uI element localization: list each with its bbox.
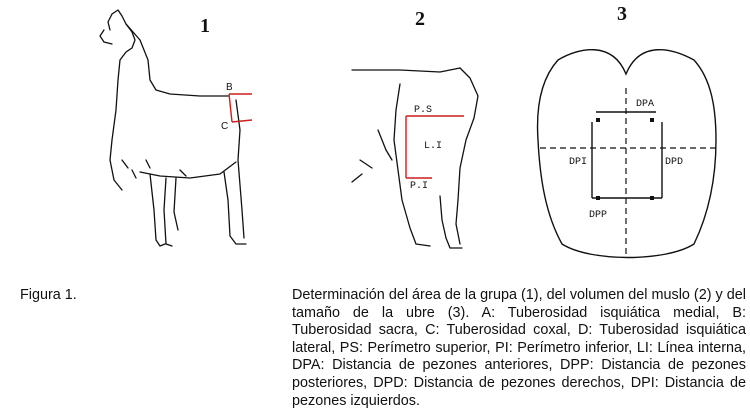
teat-front-left (596, 118, 600, 122)
teat-rear-right (650, 196, 654, 200)
teat-front-right (650, 118, 654, 122)
rump-measure-lines (228, 93, 253, 123)
teat-markers (596, 118, 654, 200)
label-ps: P.S (414, 105, 432, 116)
panel-3: 3 DPA DPI DPD DPP (536, 3, 717, 259)
thigh-measure-lines (405, 115, 464, 179)
label-pi: P.I (410, 181, 428, 192)
teat-distance-lines (591, 111, 663, 199)
label-dpi: DPI (569, 157, 587, 168)
label-c: C (221, 121, 228, 132)
panel-number-1: 1 (200, 15, 210, 37)
caption-label: Figura 1. (20, 287, 77, 303)
panel-1: 1 B C (99, 9, 253, 247)
label-li: L.I (424, 141, 442, 152)
udder-midlines (540, 88, 716, 256)
label-b: B (226, 82, 233, 93)
label-dpd: DPD (665, 157, 683, 168)
teat-rear-left (596, 196, 600, 200)
llama-drawing (99, 9, 247, 247)
panel-2: 2 P.S L.I P.I (351, 8, 479, 249)
label-dpp: DPP (589, 210, 607, 221)
panel-number-3: 3 (617, 3, 627, 25)
figure-panels: 1 B C (99, 3, 717, 259)
thigh-drawing (351, 67, 479, 249)
udder-outline (536, 49, 717, 259)
caption-text: Determinación del área de la grupa (1), … (292, 287, 746, 409)
label-dpa: DPA (636, 99, 654, 110)
panel-number-2: 2 (415, 8, 425, 30)
